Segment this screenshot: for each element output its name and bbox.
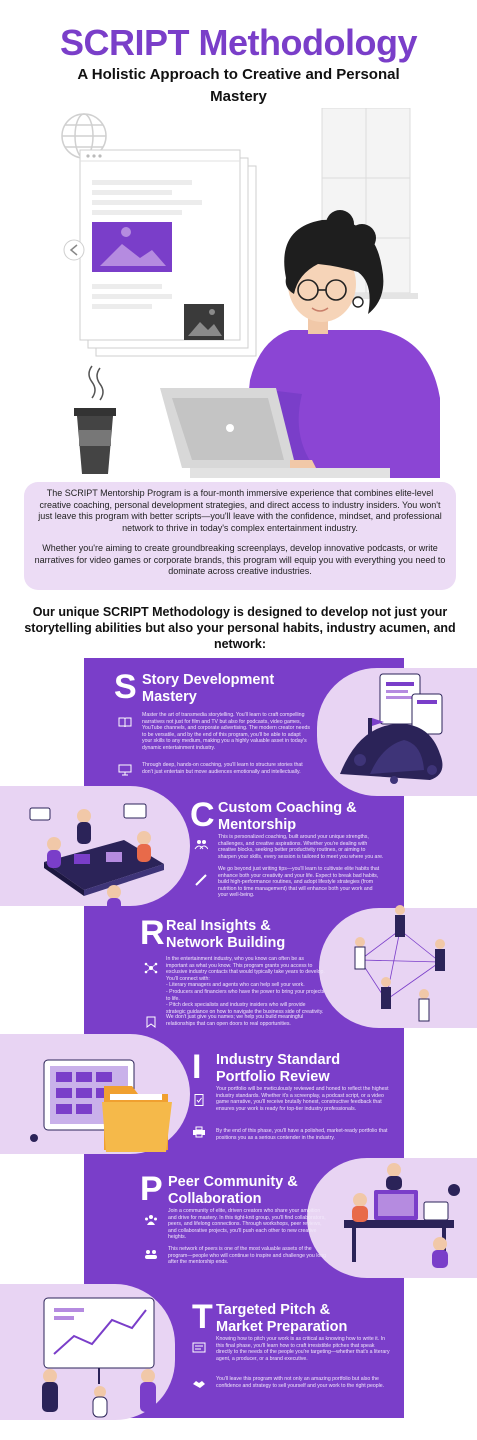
portfolio-illustration bbox=[30, 1059, 172, 1152]
printer-icon bbox=[193, 1126, 205, 1138]
book-icon bbox=[118, 717, 132, 728]
section-r: R Real Insights & Network Building In th… bbox=[140, 916, 330, 1036]
group-icon bbox=[145, 1250, 157, 1259]
section-i: I Industry Standard Portfolio Review You… bbox=[192, 1050, 392, 1170]
section-c: C Custom Coaching & Mentorship This is p… bbox=[190, 798, 390, 918]
section-i-text-1: Your portfolio will be meticulously revi… bbox=[216, 1086, 389, 1112]
section-p-title: Peer Community & Collaboration bbox=[168, 1174, 298, 1207]
community-illustration bbox=[344, 1163, 460, 1268]
coaching-illustration bbox=[29, 803, 164, 912]
section-c-text-2: We go beyond just writing tips—you'll le… bbox=[218, 866, 380, 899]
section-i-title: Industry Standard Portfolio Review bbox=[216, 1052, 341, 1085]
section-c-letter: C bbox=[190, 796, 215, 834]
coffee-cup-icon bbox=[74, 365, 116, 474]
chevron-left-icon bbox=[63, 239, 85, 261]
section-c-text-1: This is personalized coaching, built aro… bbox=[218, 834, 384, 860]
section-s: S Story Development Mastery Master the a… bbox=[114, 670, 314, 790]
pitch-illustration bbox=[42, 1297, 156, 1418]
section-r-text-2: We don't just give you names; we help yo… bbox=[166, 1014, 304, 1027]
section-t-title: Targeted Pitch & Market Preparation bbox=[216, 1302, 348, 1335]
target-icon bbox=[192, 1342, 206, 1353]
person-figure bbox=[354, 905, 445, 1022]
section-c-title: Custom Coaching & Mentorship bbox=[218, 800, 357, 833]
pen-icon bbox=[195, 874, 207, 886]
handshake-icon bbox=[193, 1381, 205, 1388]
network-illustration bbox=[354, 905, 445, 1022]
section-t-text-1: Knowing how to pitch your work is as cri… bbox=[216, 1336, 390, 1362]
section-s-text-2: Through deep, hands-on coaching, you'll … bbox=[142, 762, 303, 775]
network-icon bbox=[144, 962, 158, 974]
section-t: T Targeted Pitch & Market Preparation Kn… bbox=[192, 1300, 392, 1420]
section-p-text-2: This network of peers is one of the most… bbox=[168, 1246, 327, 1266]
section-r-letter: R bbox=[140, 914, 165, 952]
users-icon bbox=[194, 840, 208, 850]
presentation-icon bbox=[118, 764, 132, 776]
intro-paragraph-2: Whether you're aiming to create groundbr… bbox=[34, 543, 446, 576]
page-title: SCRIPT Methodology bbox=[60, 22, 417, 63]
story-illustration bbox=[340, 673, 443, 784]
section-i-letter: I bbox=[192, 1048, 202, 1086]
laptop-icon bbox=[160, 388, 390, 478]
section-t-letter: T bbox=[192, 1298, 213, 1336]
section-s-text-1: Master the art of transmedia storytellin… bbox=[142, 712, 310, 751]
section-p-text-1: Join a community of elite, driven creato… bbox=[168, 1208, 326, 1241]
intro-paragraph-1: The SCRIPT Mentorship Program is a four-… bbox=[38, 488, 442, 533]
bookmark-icon bbox=[146, 1016, 156, 1028]
community-icon bbox=[145, 1215, 157, 1225]
section-s-letter: S bbox=[114, 668, 137, 706]
section-r-title: Real Insights & Network Building bbox=[166, 918, 286, 951]
section-i-text-2: By the end of this phase, you'll have a … bbox=[216, 1128, 388, 1141]
section-s-title: Story Development Mastery bbox=[142, 672, 275, 705]
document-check-icon bbox=[194, 1094, 204, 1106]
intro-panel: The SCRIPT Mentorship Program is a four-… bbox=[24, 482, 456, 590]
hero-illustration bbox=[61, 108, 440, 478]
section-p: P Peer Community & Collaboration Join a … bbox=[140, 1172, 330, 1292]
methodology-intro: Our unique SCRIPT Methodology is designe… bbox=[24, 605, 456, 651]
browser-pages bbox=[79, 149, 257, 357]
section-t-text-2: You'll leave this program with not only … bbox=[216, 1376, 385, 1389]
section-p-letter: P bbox=[140, 1170, 163, 1208]
page-subtitle: A Holistic Approach to Creative and Pers… bbox=[77, 66, 400, 105]
section-r-text-1: In the entertainment industry, who you k… bbox=[166, 956, 325, 1015]
